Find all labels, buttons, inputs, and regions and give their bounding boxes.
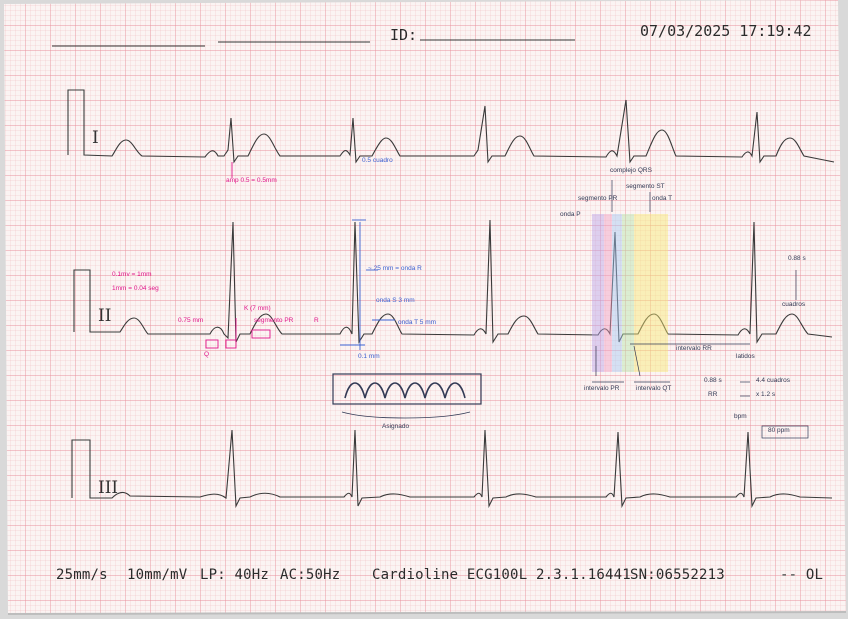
footer-filter-lp: LP: 40Hz	[200, 567, 270, 583]
lead-label-3: III	[98, 478, 119, 498]
right-annotation-lines	[592, 180, 809, 439]
ann-segment-pr: segmento PR	[578, 195, 618, 202]
lead-3-trace	[71, 429, 833, 509]
pink-measure-marks	[205, 162, 271, 349]
footer-gain: 10mm/mV	[127, 567, 188, 583]
ann-intervalo-pr: intervalo PR	[584, 385, 620, 392]
footer-flag: -- OL	[780, 567, 824, 583]
id-label: ID:	[390, 26, 418, 44]
ann-mm: 0.75 mm	[178, 317, 204, 324]
ann-calc2: RR	[708, 391, 718, 398]
lead-1-trace	[67, 89, 835, 164]
blue-measure-lines	[340, 219, 395, 350]
footer-device: Cardioline ECG100L 2.3.1.16441	[372, 567, 631, 583]
ann-intervalo-qt: intervalo QT	[636, 385, 672, 392]
ann-blue-right: onda T 5 mm	[398, 319, 437, 326]
ann-onda-t: onda T	[652, 195, 673, 202]
footer-filter-ac: AC:50Hz	[280, 567, 341, 583]
ann-k: K (7 mm)	[244, 305, 271, 312]
ann-onda-p: onda P	[560, 211, 581, 218]
ann-calc1: 0.88 s	[704, 377, 722, 384]
lead-2-trace	[73, 219, 833, 344]
ann-blue-upper: ~ 25 mm = onda R	[368, 265, 422, 272]
ann-interval-rr: intervalo RR	[676, 345, 712, 352]
ann-calc1r: 4.4 cuadros	[756, 377, 790, 384]
lead-label-1: I	[92, 128, 99, 148]
ann-blue-mid: onda S 3 mm	[376, 297, 415, 304]
footer-speed: 25mm/s	[56, 567, 108, 583]
ann-blue-bottom: 0.1 mm	[358, 353, 380, 360]
ann-bpm-calc: bpm	[734, 413, 747, 420]
ann-complex-qrs: complejo QRS	[610, 167, 652, 174]
datetime-label: 07/03/2025 17:19:42	[640, 22, 812, 40]
ann-lead1-blue: 0.5 cuadro	[362, 157, 393, 164]
ann-segment: segmento PR	[254, 317, 294, 324]
ann-lead1-amp: amp 0.5 = 0.5mm	[226, 177, 277, 184]
ann-q: Q	[204, 351, 210, 358]
ann-bpm-result: 80 ppm	[768, 427, 790, 434]
footer-serial: SN:06552213	[630, 567, 725, 583]
wave-highlight-bands	[592, 214, 668, 372]
ann-legend-t: 1mm = 0.04 seg	[112, 285, 159, 292]
lead-label-2: II	[98, 306, 112, 326]
ann-latidos: latidos	[736, 353, 755, 360]
ann-legend-v: 0.1mv = 1mm	[112, 271, 152, 278]
asignado-box	[332, 373, 482, 419]
ann-r: R	[314, 317, 319, 324]
ann-segment-st: segmento ST	[626, 183, 665, 190]
ann-cuadros-desc: cuadros	[782, 301, 806, 308]
ann-calc2r: x 1.2 s	[756, 391, 776, 398]
ann-cuadros-top: 0.88 s	[788, 255, 806, 262]
ann-asignado: Asignado	[382, 423, 410, 430]
